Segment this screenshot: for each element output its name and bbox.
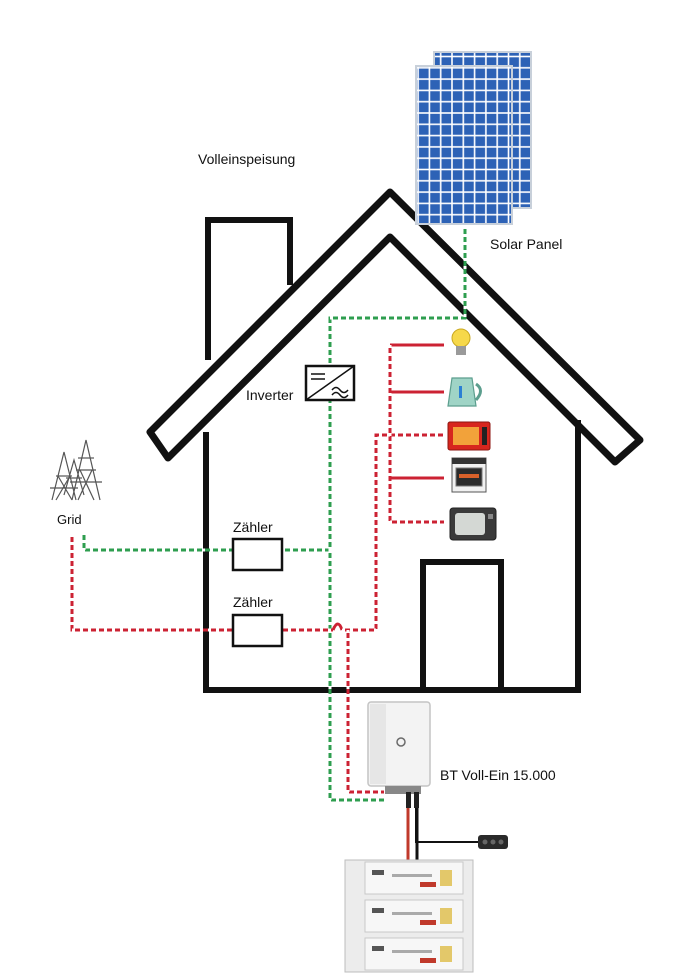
- diagram-title: Volleinspeisung: [198, 151, 296, 167]
- meter-1-label: Zähler: [233, 519, 273, 535]
- red-consumption-line: [70, 343, 444, 794]
- power-strip-icon: [478, 835, 508, 849]
- oven-icon: [451, 457, 487, 493]
- grid-tower-icon: [50, 439, 102, 501]
- inverter-icon: [304, 364, 356, 402]
- battery-cable: [406, 808, 480, 862]
- grid-label: Grid: [57, 512, 82, 527]
- microwave-icon: [447, 421, 491, 451]
- inverter-label: Inverter: [246, 387, 294, 403]
- hybrid-inverter-icon: [367, 701, 431, 808]
- solar-panel-icon: [415, 51, 532, 225]
- meter-box-2: [231, 613, 284, 648]
- meter-box-1: [231, 537, 284, 572]
- battery-stack-icon: [344, 859, 474, 973]
- meter-2-label: Zähler: [233, 594, 273, 610]
- battery-system-label: BT Voll-Ein 15.000: [440, 767, 556, 783]
- green-feed-line: [82, 226, 467, 802]
- kettle-icon: [447, 377, 482, 407]
- light-bulb-icon: [451, 328, 471, 355]
- house-outline: [146, 188, 644, 693]
- solar-panel-label: Solar Panel: [490, 236, 563, 252]
- tv-icon: [449, 507, 497, 541]
